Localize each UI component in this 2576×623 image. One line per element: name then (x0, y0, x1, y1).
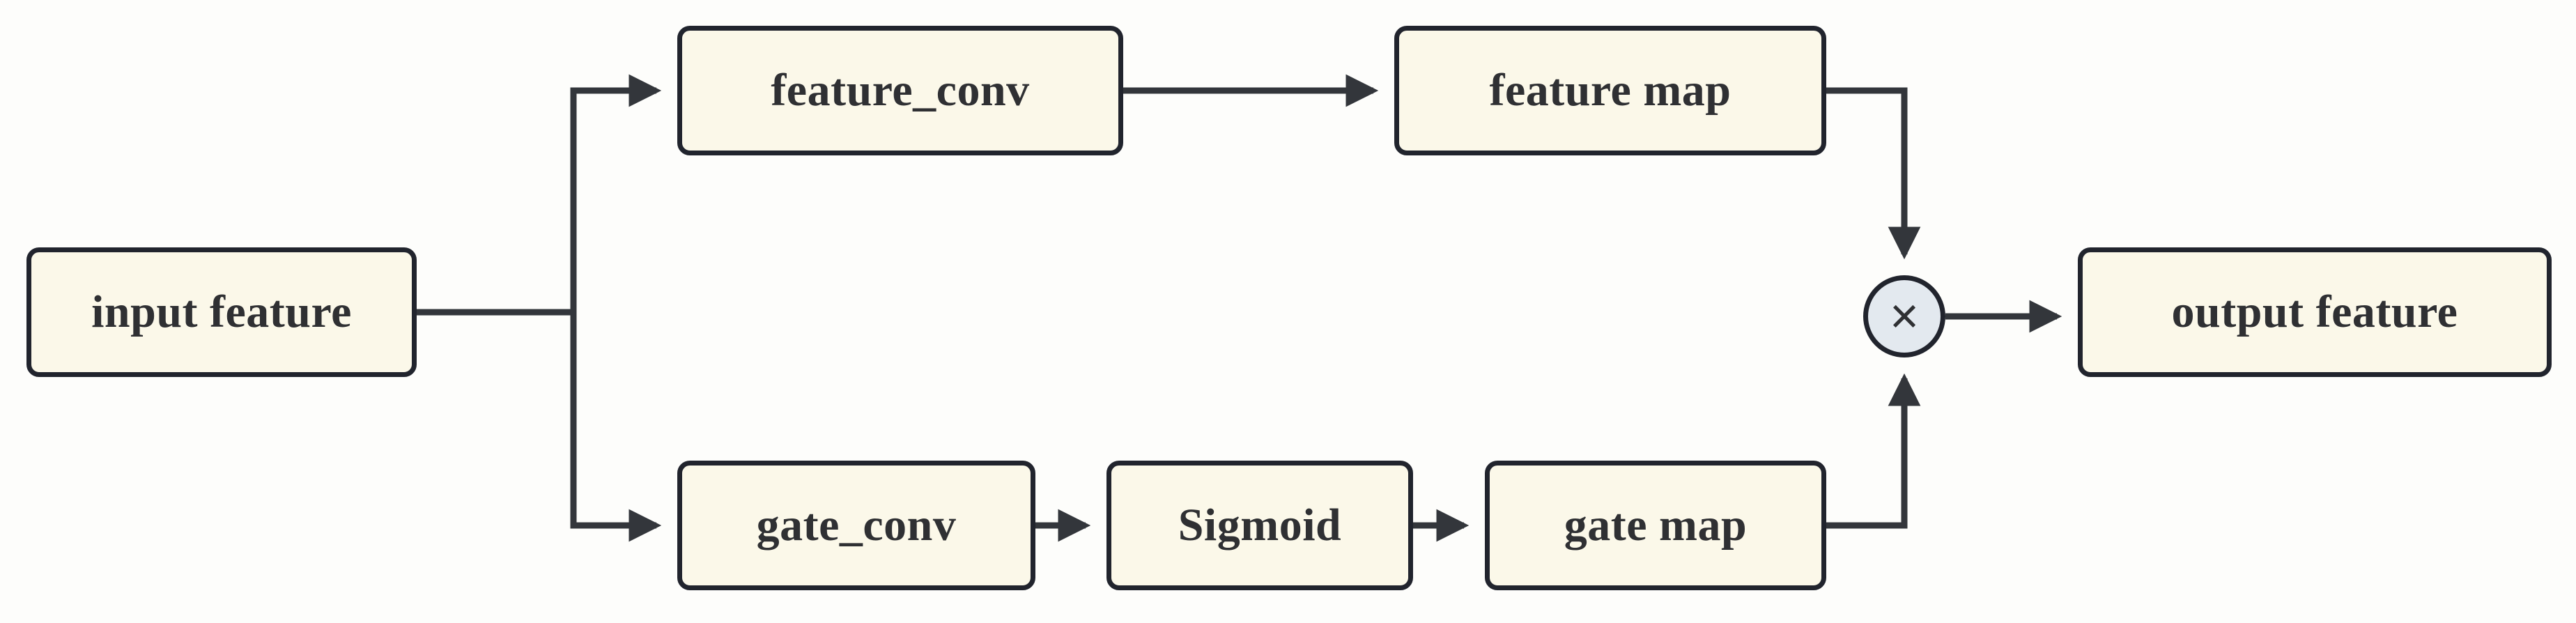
node-label-sigmoid: Sigmoid (1178, 500, 1342, 551)
node-sigmoid[interactable]: Sigmoid (1106, 461, 1413, 590)
node-label-output-feature: output feature (2171, 286, 2458, 337)
node-gate-conv[interactable]: gate_conv (677, 461, 1035, 590)
node-label-gate-conv: gate_conv (756, 500, 957, 551)
node-feature-map[interactable]: feature map (1394, 26, 1826, 155)
edge-feature-map-to-multiply (1826, 87, 1921, 260)
edge-input-to-gate-conv (417, 309, 662, 542)
node-output-feature[interactable]: output feature (2078, 247, 2552, 377)
node-label-input-feature: input feature (91, 286, 352, 337)
node-input-feature[interactable]: input feature (26, 247, 417, 377)
node-multiply-operator[interactable]: × (1863, 275, 1945, 357)
node-feature-conv[interactable]: feature_conv (677, 26, 1123, 155)
node-gate-map[interactable]: gate map (1485, 461, 1826, 590)
edge-gate-map-to-multiply (1826, 373, 1921, 529)
node-label-feature-map: feature map (1489, 65, 1732, 116)
multiply-icon: × (1889, 289, 1920, 344)
node-label-gate-map: gate map (1564, 500, 1748, 551)
node-label-feature-conv: feature_conv (771, 65, 1030, 116)
edge-input-to-feature-conv (417, 74, 662, 316)
